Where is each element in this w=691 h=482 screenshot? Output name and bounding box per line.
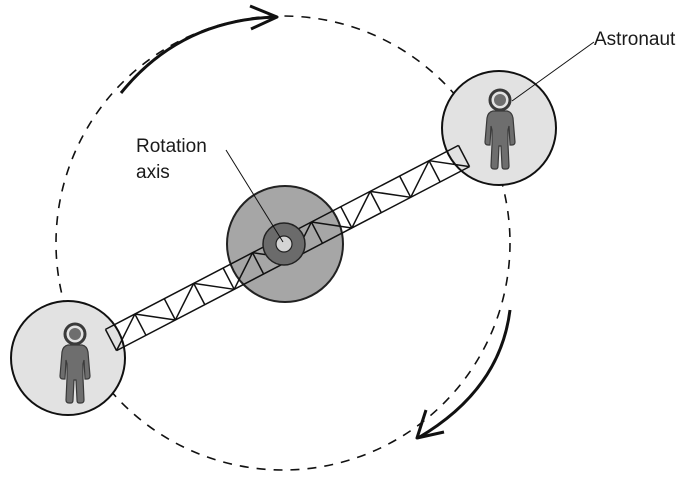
truss-strut [428, 160, 441, 183]
truss-strut [104, 329, 118, 351]
truss-strut [163, 298, 177, 321]
truss-strut [310, 221, 324, 244]
truss-brace [428, 159, 470, 168]
astronaut-leader-line [511, 41, 595, 102]
truss-brace [370, 190, 411, 199]
truss-strut [398, 175, 412, 198]
truss-brace [134, 313, 176, 321]
rotation-axis-leader-line [225, 149, 284, 243]
rotation-arrowhead-bottom [415, 409, 445, 440]
truss-strut [251, 252, 265, 275]
truss-strut [134, 313, 147, 336]
truss-brace [193, 282, 235, 291]
truss-brace [311, 221, 352, 229]
truss-strut [369, 191, 382, 213]
rotation-arrowhead-top [249, 4, 279, 31]
rotation-arrow-top [119, 15, 277, 94]
truss-brace [233, 252, 254, 290]
truss-strut [340, 206, 353, 229]
rotation-arrow-bottom [417, 309, 512, 440]
truss-brace [410, 160, 430, 198]
truss-strut [193, 283, 206, 305]
truss-brace [351, 191, 371, 229]
hub-center [275, 235, 293, 253]
truss-brace [115, 313, 136, 351]
rotation-axis-label-line1: Rotation [136, 136, 207, 157]
rotation-axis-label-line2: axis [136, 162, 170, 183]
truss-strut [222, 267, 235, 290]
truss-strut [457, 145, 471, 167]
truss-brace [174, 283, 195, 321]
astronaut-label: Astronaut [594, 29, 676, 50]
orbit-path [55, 15, 511, 471]
